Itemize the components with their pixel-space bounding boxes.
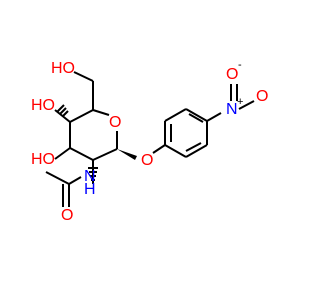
- hash-c3-3: [56, 104, 65, 113]
- hydroxyl-left-label: HO: [31, 97, 55, 114]
- bond-layer: [45, 71, 255, 207]
- atom-label-layer: HO HO HO O O N + O - O N H O: [31, 59, 268, 224]
- amide-c-methyl: [45, 171, 70, 185]
- glycosidic-oxygen-label: O: [141, 152, 153, 169]
- ring-bond-c5-c1: [92, 148, 118, 161]
- aryl-inner-2: [188, 113, 204, 123]
- nitro-plus-charge: +: [237, 96, 243, 108]
- hash-c3-2: [59, 107, 67, 115]
- aryl-ring-2: [164, 108, 187, 122]
- hash-c3-1: [62, 110, 69, 117]
- chemical-structure: HO HO HO O O N + O - O N H O: [31, 59, 268, 224]
- nitro-nitrogen-label: N: [226, 101, 238, 118]
- aryl-ring-5: [185, 144, 208, 158]
- bond-aryl-n: [206, 112, 222, 122]
- nitro-oxygen-top-label: O: [226, 66, 238, 83]
- nitro-oxygen-minus-charge: -: [238, 59, 242, 71]
- aryl-ring-3: [185, 108, 208, 122]
- hydroxyl-lower-label: HO: [31, 151, 55, 168]
- carbonyl-oxygen-label: O: [61, 207, 73, 224]
- hydroxyl-top-label: HO: [51, 60, 75, 77]
- aryl-ring-6: [164, 144, 187, 158]
- ring-oxygen-label: O: [109, 114, 121, 131]
- ring-bond-c4-c5: [69, 147, 94, 161]
- bond-ch2-oh: [73, 71, 94, 82]
- nitro-oxygen-right-label: O: [256, 88, 268, 105]
- wedge-bond-c1-o: [117, 149, 137, 160]
- ring-bond-c2-c3: [69, 109, 94, 123]
- bond-c4-oh: [54, 147, 71, 160]
- amide-hydrogen-label: H: [84, 181, 96, 198]
- bond-o-aryl: [152, 144, 166, 154]
- amide-nitrogen-label: N: [84, 168, 96, 185]
- amide-n-c: [68, 176, 82, 185]
- ring-bond-o-c2: [92, 109, 110, 116]
- bond-n-o-right: [238, 100, 255, 110]
- aryl-inner-3: [185, 142, 202, 152]
